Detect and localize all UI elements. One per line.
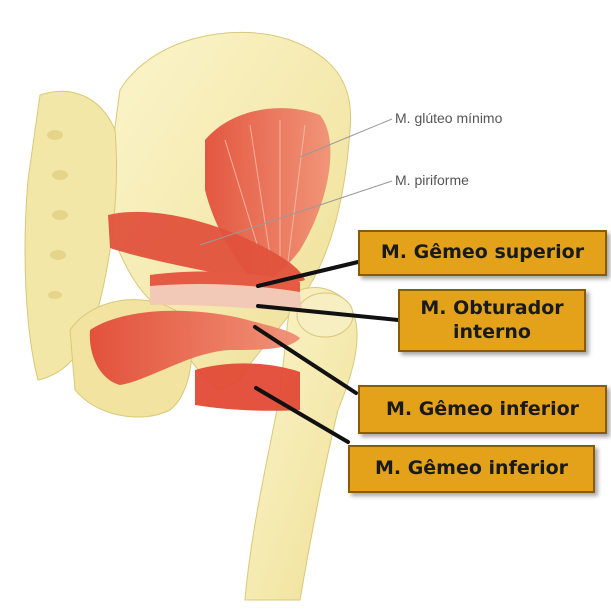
label-piriforme: M. piriforme: [395, 172, 469, 188]
box-gemeo-inferior-2: M. Gêmeo inferior: [348, 445, 595, 493]
box-gemeo-inferior-1: M. Gêmeo inferior: [358, 385, 607, 434]
box-gemeo-superior: M. Gêmeo superior: [358, 230, 607, 276]
box-obturador-interno: M. Obturador interno: [398, 289, 586, 352]
box-obturador-line2: interno: [453, 321, 531, 345]
box-gemeo-inferior-2-text: M. Gêmeo inferior: [375, 457, 568, 481]
box-gemeo-inferior-1-text: M. Gêmeo inferior: [386, 398, 579, 422]
box-obturador-line1: M. Obturador: [420, 297, 563, 321]
box-gemeo-superior-text: M. Gêmeo superior: [381, 241, 584, 265]
label-gluteo-minimo: M. glúteo mínimo: [395, 110, 502, 126]
